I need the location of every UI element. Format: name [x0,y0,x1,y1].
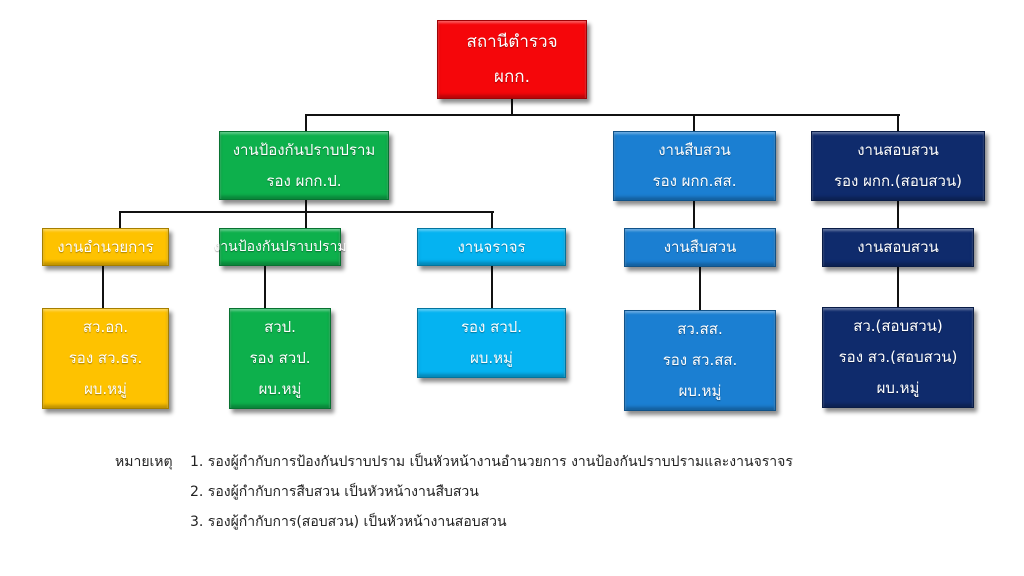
box-line: งานสอบสวน [857,238,939,256]
box-line: ผบ.หมู่ [678,382,722,400]
box-line: ผบ.หมู่ [258,380,302,398]
box-line: สว.อก. [82,318,129,336]
connector [491,211,493,228]
box-line: รอง สว.ธร. [68,349,143,367]
box-line: งานป้องกันปราบปราม [232,140,376,159]
box-line: งานอำนวยการ [57,237,154,256]
connector [119,211,494,213]
connector [693,201,695,228]
investigation-unit-box: งานสืบสวน [624,228,776,267]
administration-staff-box: สว.อก. รอง สว.ธร. ผบ.หมู่ [42,308,169,409]
connector [119,211,121,228]
box-line: สว.(สอบสวน) [853,317,943,335]
box-line: งานสืบสวน [658,141,731,159]
administration-unit-box: งานอำนวยการ [42,228,169,266]
connector [897,267,899,308]
traffic-unit-box: งานจราจร [417,228,566,266]
connector [897,201,899,228]
police-station-box: สถานีตำรวจ ผกก. [437,20,587,99]
box-line: งานจราจร [457,237,526,256]
box-line: ผบ.หมู่ [84,380,127,398]
box-line: รอง ผกก.(สอบสวน) [833,172,963,190]
note-item: 2. รองผู้กำกับการสืบสวน เป็นหัวหน้างานสื… [190,484,479,500]
prevention-division-box: งานป้องกันปราบปราม รอง ผกก.ป. [219,131,389,200]
connector [693,114,695,131]
connector [511,99,513,116]
box-line: งานสอบสวน [857,141,939,159]
connector [264,266,266,308]
investigation-staff-box: สว.สส. รอง สว.สส. ผบ.หมู่ [624,310,776,411]
note-item: 1. รองผู้กำกับการป้องกันปราบปราม เป็นหัว… [190,454,793,470]
connector [305,200,307,228]
box-line: งานป้องกันปราบปราม [213,238,347,255]
investigation-division-box: งานสืบสวน รอง ผกก.สส. [613,131,776,201]
box-line: รอง ผกก.ป. [266,171,342,190]
box-line: ผบ.หมู่ [876,379,920,397]
inquiry-division-box: งานสอบสวน รอง ผกก.(สอบสวน) [811,131,985,201]
box-line: งานสืบสวน [663,238,737,256]
connector [305,114,307,131]
connector [305,114,900,116]
traffic-staff-box: รอง สวป. ผบ.หมู่ [417,308,566,378]
box-line: สวป. [264,318,296,336]
box-line: รอง สวป. [249,349,311,367]
box-line: รอง ผกก.สส. [652,172,737,190]
box-line: รอง สว.(สอบสวน) [838,348,958,366]
box-line: ผบ.หมู่ [470,349,513,367]
box-line: สถานีตำรวจ [466,31,558,52]
box-line: ผกก. [494,66,530,87]
prevention-unit-box: งานป้องกันปราบปราม [213,228,347,266]
inquiry-staff-box: สว.(สอบสวน) รอง สว.(สอบสวน) ผบ.หมู่ [822,307,974,408]
box-line: สว.สส. [677,320,723,338]
prevention-staff-box: สวป. รอง สวป. ผบ.หมู่ [229,308,331,409]
connector [897,114,899,131]
box-line: รอง สวป. [460,318,523,336]
connector [102,266,104,308]
inquiry-unit-box: งานสอบสวน [822,228,974,267]
notes-title: หมายเหตุ [115,454,173,470]
connector [699,267,701,310]
connector [491,266,493,308]
box-line: รอง สว.สส. [662,351,738,369]
note-item: 3. รองผู้กำกับการ(สอบสวน) เป็นหัวหน้างาน… [190,514,507,530]
